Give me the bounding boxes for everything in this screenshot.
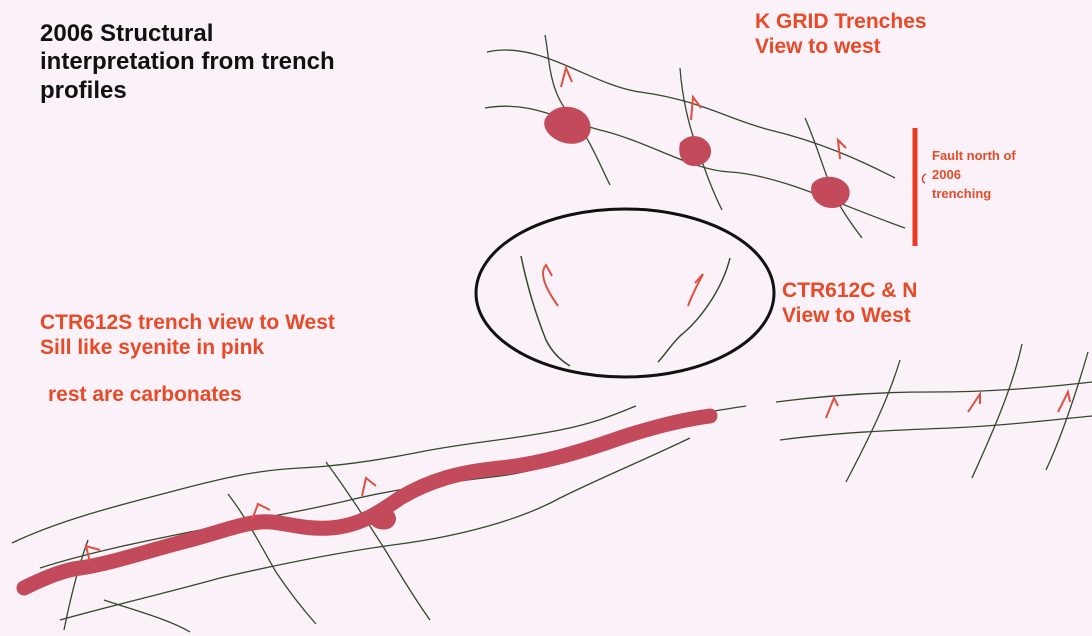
- ctr612c-inset: [476, 209, 774, 377]
- vergence-arrow: [362, 478, 376, 496]
- trench-cross-line: [846, 360, 900, 482]
- vergence-arrow: [688, 274, 703, 306]
- vergence-arrow: [543, 265, 558, 306]
- inset-trench-line: [658, 258, 730, 362]
- syenite-blob: [544, 107, 590, 144]
- trench-cross-line: [1046, 352, 1088, 470]
- vergence-arrow: [838, 140, 846, 159]
- syenite-blob: [811, 177, 849, 208]
- vergence-arrow: [968, 394, 980, 412]
- ctr612c-trench-group: [776, 344, 1092, 482]
- vergence-arrow: [826, 398, 838, 418]
- vergence-arrow: [1058, 392, 1070, 412]
- trench-cross-line: [228, 494, 316, 624]
- trench-boundary-line: [780, 416, 1092, 440]
- diagram-title: 2006 Structural interpretation from tren…: [40, 20, 335, 105]
- trench-cross-line: [64, 540, 88, 630]
- syenite-blob: [368, 507, 396, 529]
- carbonates-label: rest are carbonates: [48, 383, 242, 408]
- ctr612s-label: CTR612S trench view to West Sill like sy…: [40, 311, 335, 361]
- kgrid-label: K GRID Trenches View to west: [755, 10, 927, 60]
- ctr612c-label: CTR612C & N View to West: [782, 279, 917, 329]
- syenite-blob: [679, 136, 711, 166]
- vergence-arrow: [691, 97, 701, 120]
- trench-boundary-line: [60, 438, 690, 620]
- trench-cross-line: [104, 600, 190, 632]
- trench-cross-line: [972, 344, 1022, 478]
- trench-boundary-line: [776, 382, 1092, 402]
- syenite-sill: [24, 416, 710, 588]
- inset-trench-line: [521, 256, 570, 366]
- inset-ellipse: [476, 209, 774, 377]
- ctr612s-trench-group: [12, 406, 746, 632]
- fault-label: Fault north of 2006 trenching: [932, 147, 1016, 204]
- fault-pointer: [922, 174, 926, 183]
- vergence-arrow: [561, 68, 572, 87]
- kgrid-trench-group: [485, 35, 905, 238]
